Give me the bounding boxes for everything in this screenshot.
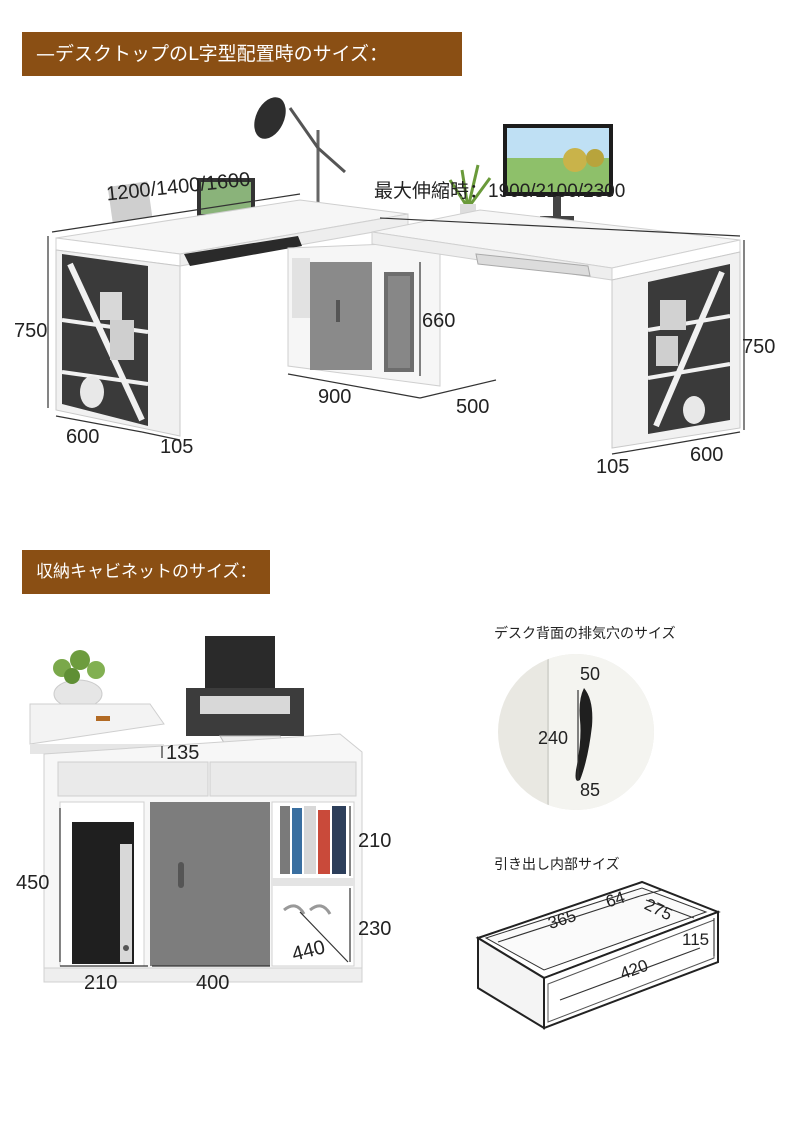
cabinet-width-label: 900: [318, 386, 352, 408]
cabinet-section-title: 収納キャビネットのサイズ：: [22, 550, 270, 594]
cabinet-left-height-label: 450: [16, 872, 50, 894]
right-leg-label: 105: [596, 456, 630, 478]
cabinet-depth-label: 500: [456, 396, 490, 418]
plant-cabinet: [53, 650, 105, 709]
right-depth-label: 600: [690, 444, 724, 466]
vent-title: デスク背面の排気穴のサイズ: [494, 626, 676, 642]
monitor: [503, 124, 613, 221]
left-leg-label: 105: [160, 436, 194, 458]
cabinet-shelf-bottom-label: 230: [358, 918, 392, 940]
cabinet-bottom-center-label: 400: [196, 972, 230, 994]
cabinet-bottom-left-label: 210: [84, 972, 118, 994]
l-shape-desk-illustration: [47, 97, 745, 455]
l-shape-section-title: —デスクトップのL字型配置時のサイズ：: [22, 32, 462, 76]
left-depth-label: 600: [66, 426, 100, 448]
cabinet-shelf-top-label: 210: [358, 830, 392, 852]
right-height-label: 750: [742, 336, 776, 358]
desk-lamp: [254, 97, 346, 214]
drawer-title: 引き出し内部サイズ: [494, 857, 620, 873]
cabinet-height-label: 660: [422, 310, 456, 332]
vent-top-label: 50: [580, 664, 601, 684]
cabinet-top-offset-label: 135: [166, 742, 200, 764]
vent-height-label: 240: [538, 728, 569, 748]
left-height-label: 750: [14, 320, 48, 342]
drawer-height-label: 115: [682, 930, 710, 949]
max-extension-label: 最大伸縮時：1900/2100/2300: [374, 181, 626, 202]
vent-bottom-label: 85: [580, 780, 601, 800]
